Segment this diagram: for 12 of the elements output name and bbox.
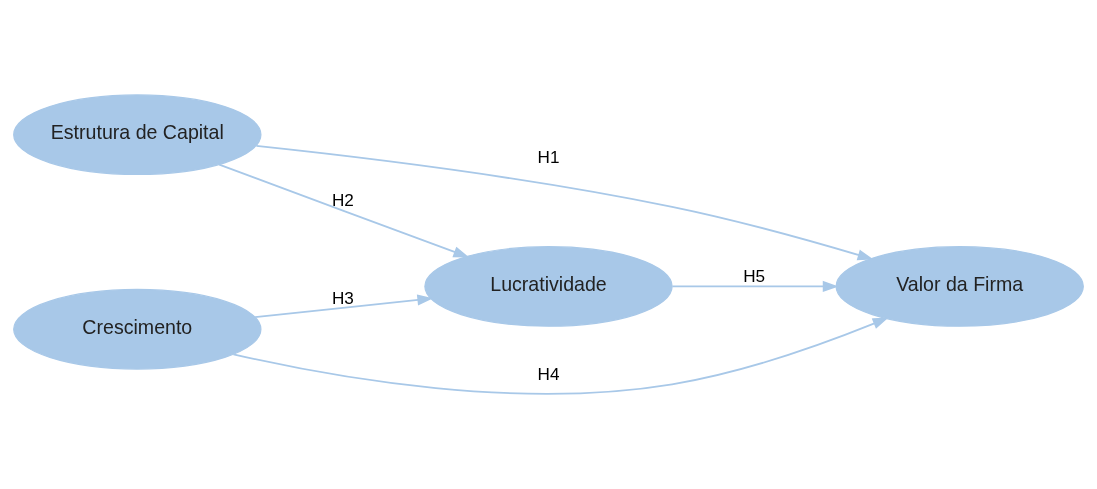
arrow xyxy=(671,280,839,292)
arrow xyxy=(232,317,889,395)
node-ellipse: Crescimento xyxy=(13,288,262,370)
edge-label: H2 xyxy=(331,189,354,210)
edge-label: H5 xyxy=(743,265,766,286)
edge-label: H3 xyxy=(331,287,354,308)
node-ellipse: Estrutura de Capital xyxy=(13,94,262,176)
arrow xyxy=(255,145,874,261)
edge-label: H1 xyxy=(537,147,560,168)
arrow xyxy=(218,163,470,258)
edge-label: H4 xyxy=(537,363,560,384)
arrow xyxy=(254,294,434,318)
